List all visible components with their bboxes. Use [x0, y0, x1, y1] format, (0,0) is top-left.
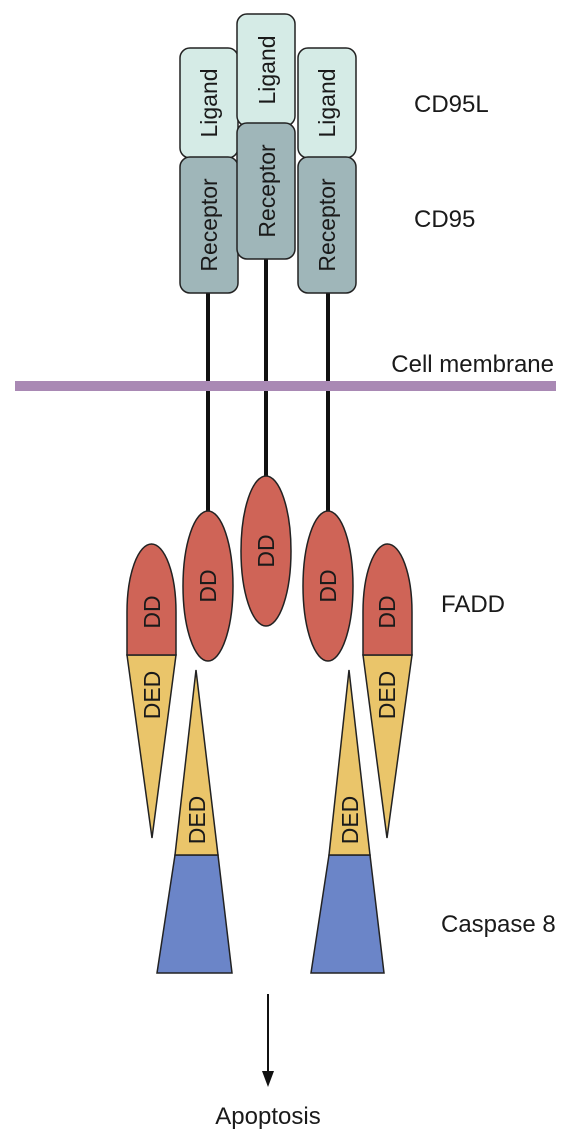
caspase-ded-right-label: DED: [337, 796, 363, 845]
receptor-center: Receptor: [236, 122, 296, 260]
caspase-ded-left: DED: [174, 669, 219, 856]
caspase-ded-right: DED: [328, 669, 371, 856]
ligand-group: Ligand Ligand Ligand: [179, 13, 357, 159]
ligand-left-label: Ligand: [196, 68, 222, 137]
ligand-left: Ligand: [179, 47, 239, 159]
receptor-dd-center: DD: [240, 475, 292, 627]
fadd-ded-left-label: DED: [139, 671, 165, 720]
receptor-left: Receptor: [179, 156, 239, 294]
receptor-dd-center-label: DD: [253, 534, 279, 567]
ligand-right: Ligand: [297, 47, 357, 159]
receptor-group: Receptor Receptor Receptor: [179, 122, 357, 294]
receptor-dd-left: DD: [182, 510, 234, 662]
receptor-right-label: Receptor: [314, 178, 340, 272]
cell-membrane-label: Cell membrane: [391, 351, 554, 378]
caspase-8-right: [310, 854, 385, 974]
receptor-right: Receptor: [297, 156, 357, 294]
caspase-ded-left-label: DED: [184, 796, 210, 845]
fadd-label: FADD: [441, 591, 505, 618]
receptor-dd-left-label: DD: [195, 569, 221, 602]
fadd-dd-right-label: DD: [374, 595, 400, 628]
receptor-stalks: [206, 258, 330, 512]
apoptosis-label: Apoptosis: [215, 1103, 320, 1130]
cd95-label: CD95: [414, 206, 475, 233]
ligand-right-label: Ligand: [314, 68, 340, 137]
apoptosis-arrow: [262, 994, 274, 1087]
cell-membrane: [15, 381, 556, 391]
receptor-left-label: Receptor: [196, 178, 222, 272]
fadd-dd-right: DD: [362, 543, 413, 656]
caspase-8-label: Caspase 8: [441, 911, 556, 938]
ligand-center-label: Ligand: [254, 35, 280, 104]
fadd-dd-left: DD: [126, 543, 177, 656]
fadd-ded-right-label: DED: [374, 671, 400, 720]
receptor-center-label: Receptor: [254, 144, 280, 238]
fadd-ded-left: DED: [126, 654, 177, 839]
caspase-8-left: [156, 854, 233, 974]
cd95l-label: CD95L: [414, 91, 489, 118]
receptor-dd-right: DD: [302, 510, 354, 662]
ligand-center: Ligand: [236, 13, 296, 127]
receptor-dd-right-label: DD: [315, 569, 341, 602]
fadd-ded-right: DED: [362, 654, 413, 839]
fadd-dd-left-label: DD: [139, 595, 165, 628]
